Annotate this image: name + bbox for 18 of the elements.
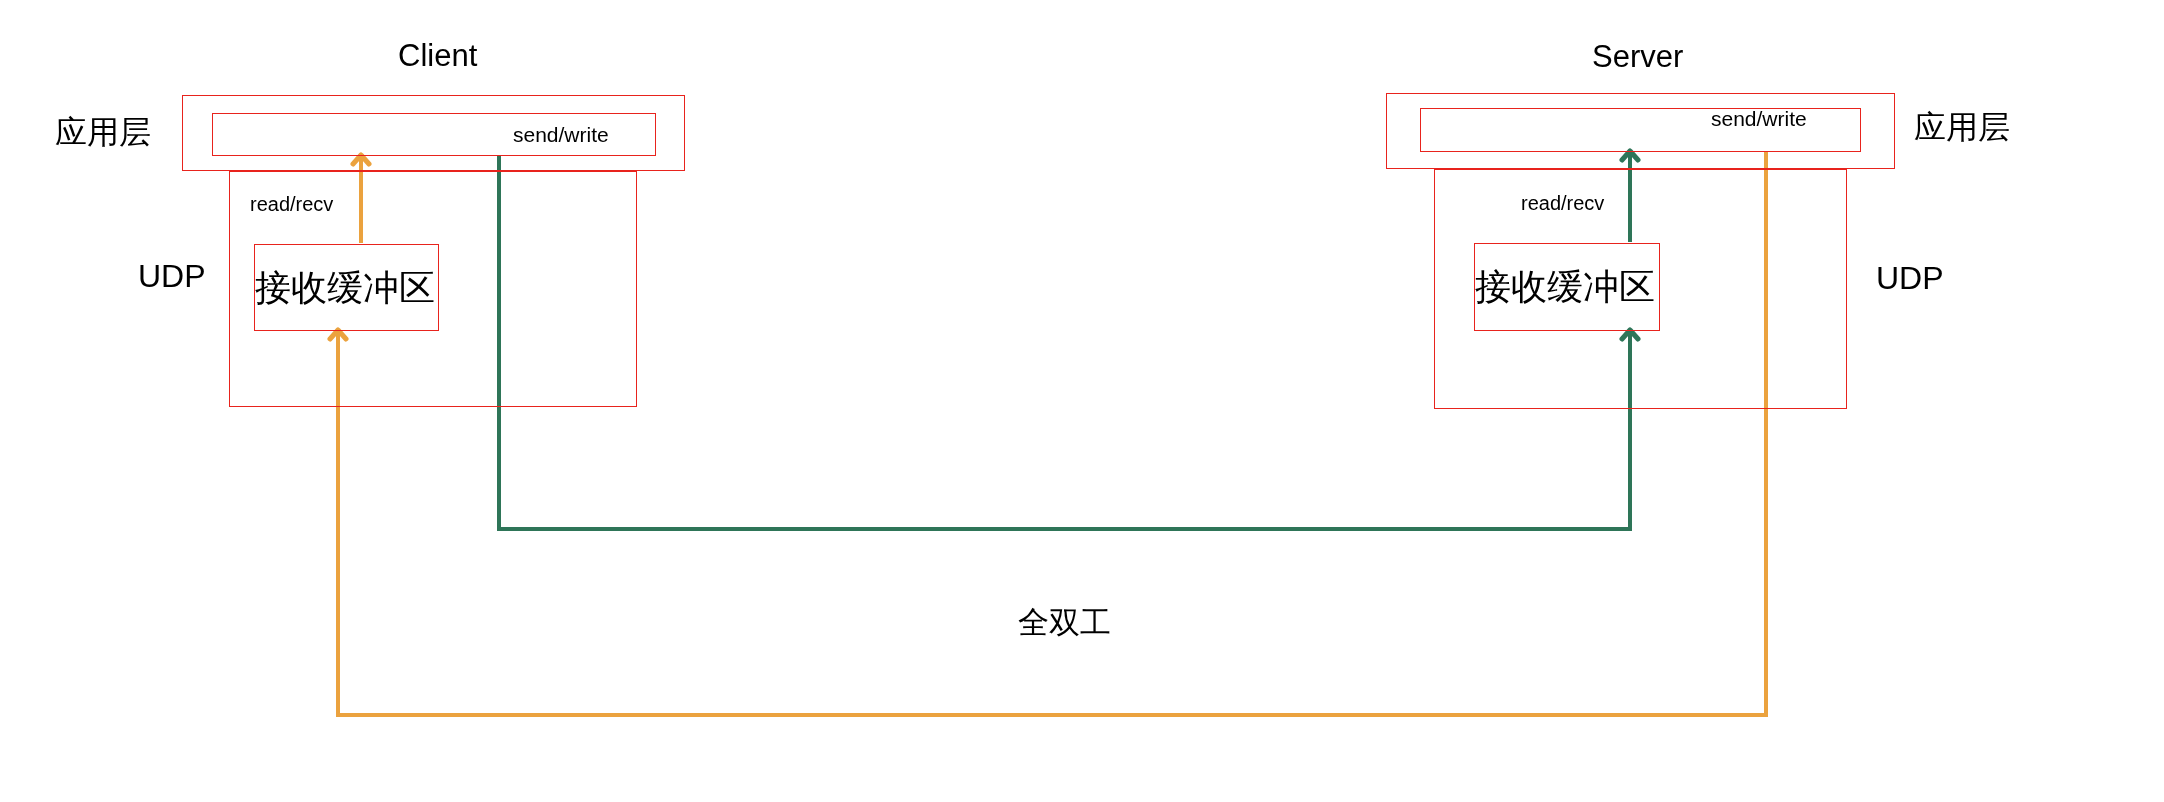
layer-label: 应用层 [55, 114, 151, 151]
arrow [327, 151, 1768, 717]
function-label: send/write [513, 123, 609, 148]
arrow [350, 152, 372, 243]
node-heading: Client [398, 38, 478, 74]
arrow [1619, 148, 1641, 242]
function-label: send/write [1711, 107, 1807, 132]
layer-box [1420, 108, 1861, 152]
buffer-label: 接收缓冲区 [1475, 266, 1655, 308]
buffer-box [1474, 243, 1660, 331]
buffer-box [254, 244, 439, 331]
layer-box [212, 113, 656, 156]
layer-label: UDP [138, 258, 206, 295]
node-heading: Server [1592, 39, 1684, 75]
layer-label: 应用层 [1914, 109, 2010, 146]
buffer-label: 接收缓冲区 [255, 267, 435, 309]
layer-label: UDP [1876, 260, 1944, 297]
arrow [497, 155, 1641, 531]
